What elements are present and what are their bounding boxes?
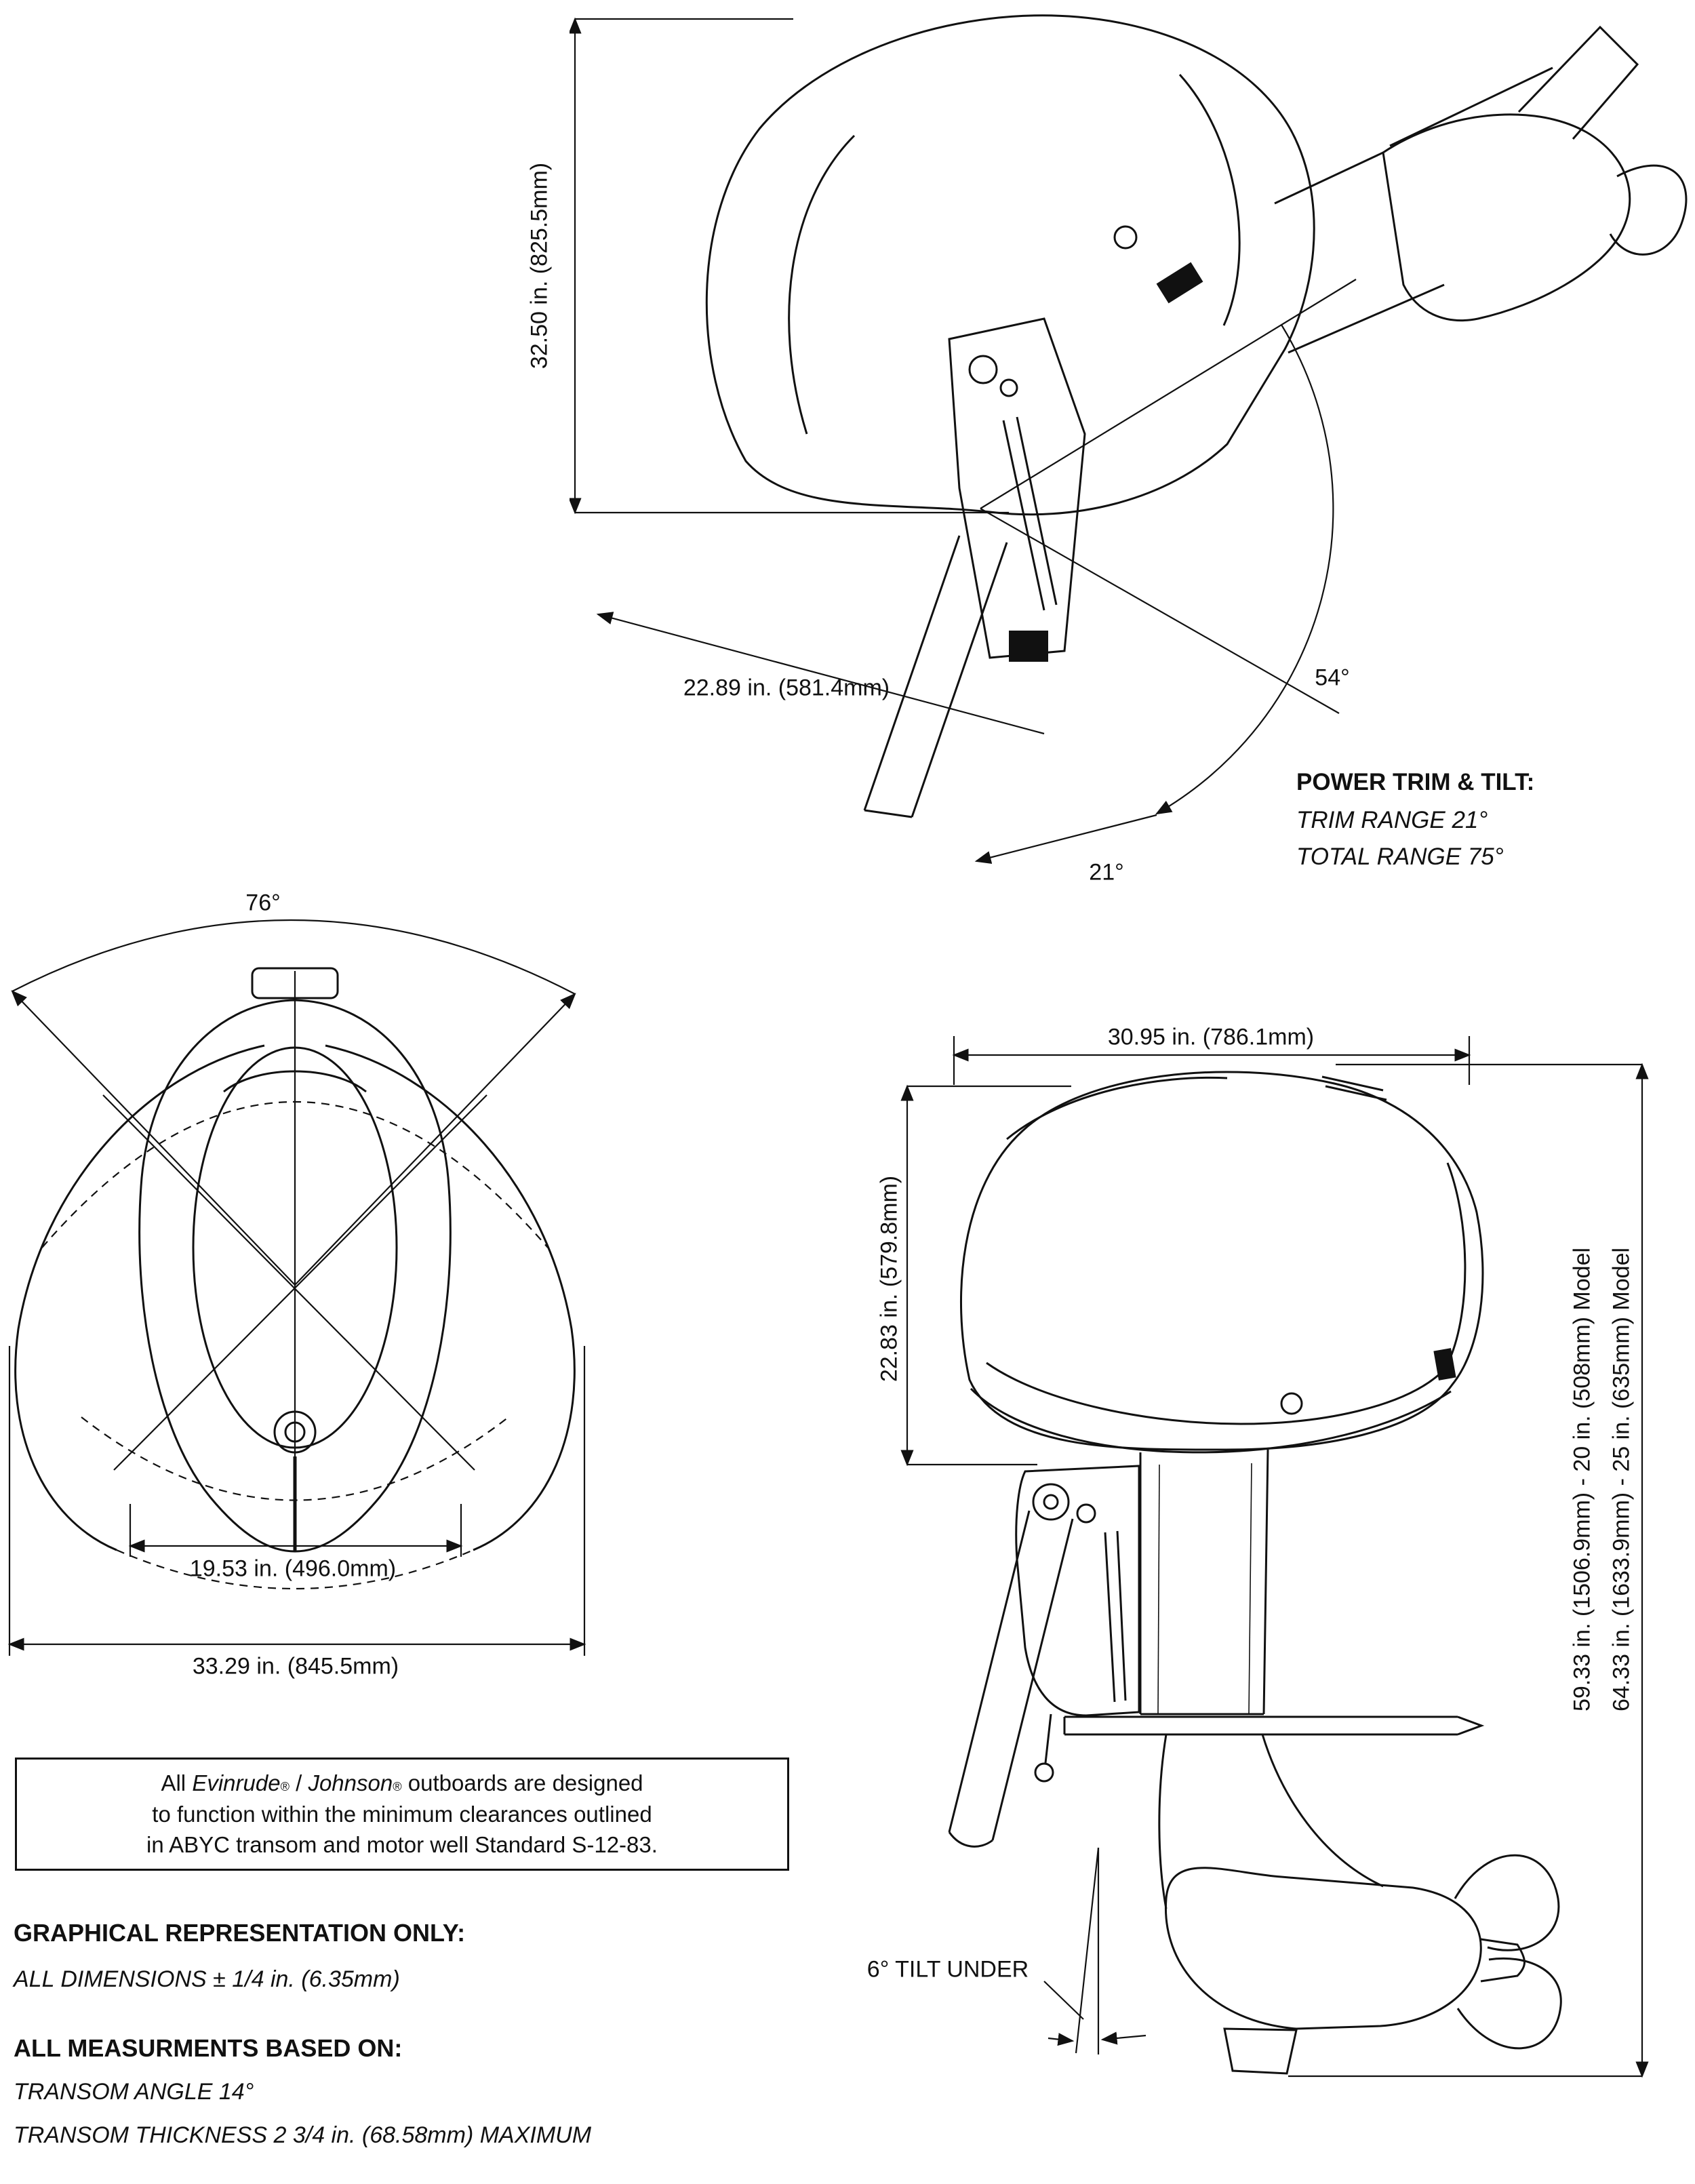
brand-evinrude: Evinrude (192, 1770, 281, 1795)
dim-model-25: 64.33 in. (1633.9mm) - 25 in. (635mm) Mo… (1608, 1247, 1635, 1712)
dim-outer-width: 33.29 in. (845.5mm) (192, 1653, 399, 1680)
tilted-motor-drawing (570, 14, 1688, 864)
top-view-dimension-lines (7, 1346, 586, 1656)
tilt-under-label: 6° TILT UNDER (866, 1956, 1029, 1983)
dim-height-side: 22.83 in. (579.8mm) (876, 1175, 902, 1383)
abyc-note-line1: All Evinrude® / Johnson® outboards are d… (26, 1768, 778, 1799)
dim-height-tilted: 32.50 in. (825.5mm) (526, 162, 553, 370)
note-transom-thickness: TRANSOM THICKNESS 2 3/4 in. (68.58mm) MA… (14, 2122, 592, 2148)
heading-measurements: ALL MEASURMENTS BASED ON: (14, 2034, 403, 2062)
note-mid: / (289, 1770, 308, 1795)
top-view-motor-art (14, 967, 576, 1553)
abyc-note-line3: in ABYC transom and motor well Standard … (146, 1832, 658, 1858)
side-view-drawing (900, 1036, 1649, 2078)
side-cowl-vent (1433, 1348, 1456, 1381)
dim-setback: 22.89 in. (581.4mm) (683, 675, 890, 701)
tilted-cowl-vent (1156, 262, 1203, 304)
side-view-motor-art (948, 1071, 1562, 2075)
tilted-motor-art (705, 14, 1688, 818)
angle-21: 21° (1089, 859, 1124, 886)
tilted-dimension-lines (570, 17, 1357, 864)
note-line1-rest: outboards are designed (401, 1770, 643, 1795)
note-transom-angle: TRANSOM ANGLE 14° (14, 2079, 254, 2105)
angle-76: 76° (245, 890, 281, 916)
tilted-trim-unit-label (1009, 631, 1048, 662)
top-view-drawing (7, 919, 586, 1656)
side-view-dimension-lines (900, 1036, 1649, 2078)
abyc-note-box: All Evinrude® / Johnson® outboards are d… (15, 1758, 789, 1871)
dim-length: 30.95 in. (786.1mm) (1107, 1024, 1315, 1050)
heading-graphical: GRAPHICAL REPRESENTATION ONLY: (14, 1919, 466, 1947)
note-tolerance: ALL DIMENSIONS ± 1/4 in. (6.35mm) (14, 1966, 400, 1992)
steering-arc-lines (11, 919, 576, 1590)
dim-inner-width: 19.53 in. (496.0mm) (189, 1555, 397, 1582)
callout-total-range: TOTAL RANGE 75° (1296, 843, 1504, 870)
callout-trim-range: TRIM RANGE 21° (1296, 807, 1488, 833)
brand-johnson: Johnson (308, 1770, 393, 1795)
dim-model-20: 59.33 in. (1506.9mm) - 20 in. (508mm) Mo… (1569, 1247, 1595, 1712)
note-pre: All (161, 1770, 193, 1795)
power-trim-tilt-callout: POWER TRIM & TILT: TRIM RANGE 21° TOTAL … (1296, 769, 1534, 880)
callout-title: POWER TRIM & TILT: (1296, 769, 1535, 795)
angle-54: 54° (1315, 664, 1350, 691)
registered-mark: ® (393, 1780, 402, 1793)
abyc-note-line2: to function within the minimum clearance… (152, 1801, 652, 1827)
registered-mark: ® (280, 1780, 290, 1793)
